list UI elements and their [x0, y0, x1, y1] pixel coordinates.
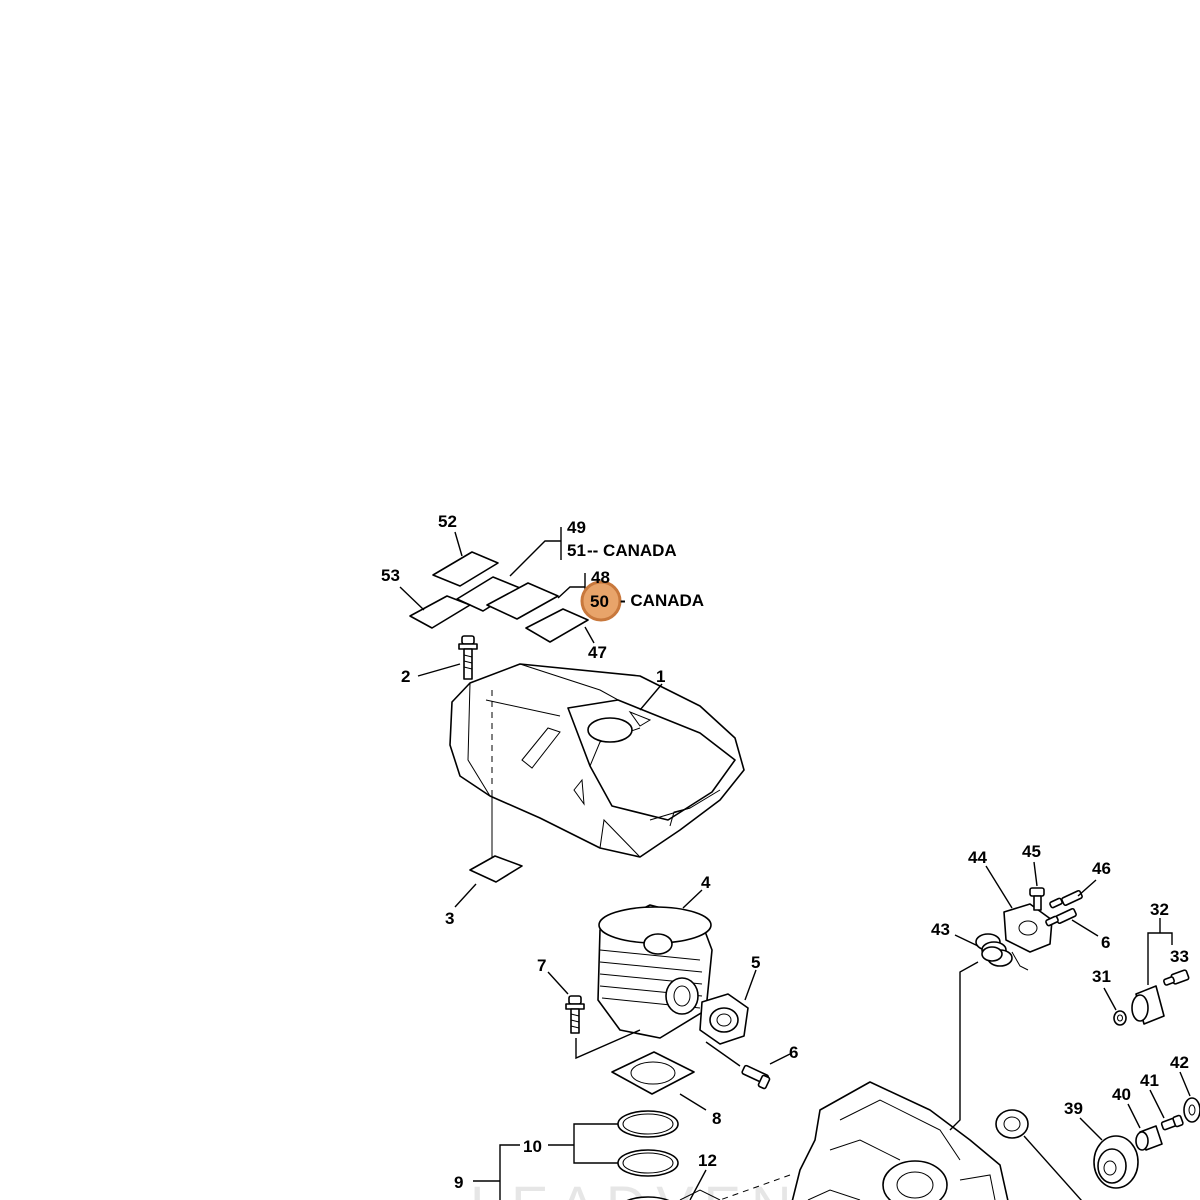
cylinder-4[interactable] [597, 904, 713, 1039]
intake-flange-5[interactable] [699, 993, 749, 1045]
label-33[interactable]: 33 [1170, 947, 1189, 966]
decal-47[interactable] [525, 608, 589, 643]
flange-44[interactable] [1003, 903, 1053, 971]
gasket-8[interactable] [611, 1051, 695, 1095]
label-39[interactable]: 39 [1064, 1099, 1083, 1118]
seal-ring[interactable] [995, 1109, 1029, 1139]
label-1[interactable]: 1 [656, 667, 665, 686]
label-6-upper[interactable]: 6 [1101, 933, 1110, 952]
label-8[interactable]: 8 [712, 1109, 721, 1128]
label-51[interactable]: 51 [567, 541, 586, 560]
label-46[interactable]: 46 [1092, 859, 1111, 878]
decal-set [409, 551, 589, 643]
label-32[interactable]: 32 [1150, 900, 1169, 919]
decal-48[interactable] [486, 582, 559, 620]
callout-labels: 1 2 3 4 5 6 6 7 8 9 10 12 31 32 33 39 40… [381, 512, 1189, 1192]
screws-46[interactable] [1045, 890, 1083, 927]
label-7[interactable]: 7 [537, 956, 546, 975]
label-47[interactable]: 47 [588, 643, 607, 662]
label-41[interactable]: 41 [1140, 1071, 1159, 1090]
label-45[interactable]: 45 [1022, 842, 1041, 861]
decal-52[interactable] [432, 551, 499, 587]
label-53[interactable]: 53 [381, 566, 400, 585]
decal-53[interactable] [409, 595, 471, 629]
note-canada-50: - CANADA [620, 591, 704, 610]
highlight-marker[interactable] [580, 580, 622, 622]
label-9[interactable]: 9 [454, 1173, 463, 1192]
nut-42[interactable] [1183, 1097, 1200, 1123]
screw-41[interactable] [1160, 1114, 1184, 1131]
screw-45[interactable] [1029, 887, 1045, 911]
label-12[interactable]: 12 [698, 1151, 717, 1170]
screw-2[interactable] [458, 635, 478, 680]
pulley-39[interactable] [1093, 1135, 1139, 1189]
decal-leaders [399, 527, 595, 644]
label-40[interactable]: 40 [1112, 1085, 1131, 1104]
label-43[interactable]: 43 [931, 920, 950, 939]
label-6-lower[interactable]: 6 [789, 1043, 798, 1062]
label-44[interactable]: 44 [968, 848, 987, 867]
label-3[interactable]: 3 [445, 909, 454, 928]
gasket-3[interactable] [469, 855, 523, 883]
piston-rings-10[interactable] [617, 1110, 679, 1200]
screw-6-lower[interactable] [741, 1064, 771, 1090]
sleeve-40[interactable] [1135, 1125, 1163, 1151]
label-48[interactable]: 48 [591, 568, 610, 587]
note-canada-51: -- CANADA [587, 541, 677, 560]
screw-33[interactable] [1163, 969, 1190, 986]
label-49[interactable]: 49 [567, 518, 586, 537]
shroud-1[interactable] [449, 663, 745, 858]
label-42[interactable]: 42 [1170, 1053, 1189, 1072]
washer-31[interactable] [1113, 1010, 1127, 1026]
label-4[interactable]: 4 [701, 873, 711, 892]
bushing-32[interactable] [1131, 985, 1165, 1025]
screw-7[interactable] [565, 995, 585, 1034]
crankcase[interactable] [719, 1081, 1010, 1200]
spring-43[interactable] [975, 933, 1013, 967]
label-10[interactable]: 10 [523, 1137, 542, 1156]
label-31[interactable]: 31 [1092, 967, 1111, 986]
label-5[interactable]: 5 [751, 953, 760, 972]
label-52[interactable]: 52 [438, 512, 457, 531]
label-50[interactable]: 50 [590, 592, 609, 611]
label-2[interactable]: 2 [401, 667, 410, 686]
